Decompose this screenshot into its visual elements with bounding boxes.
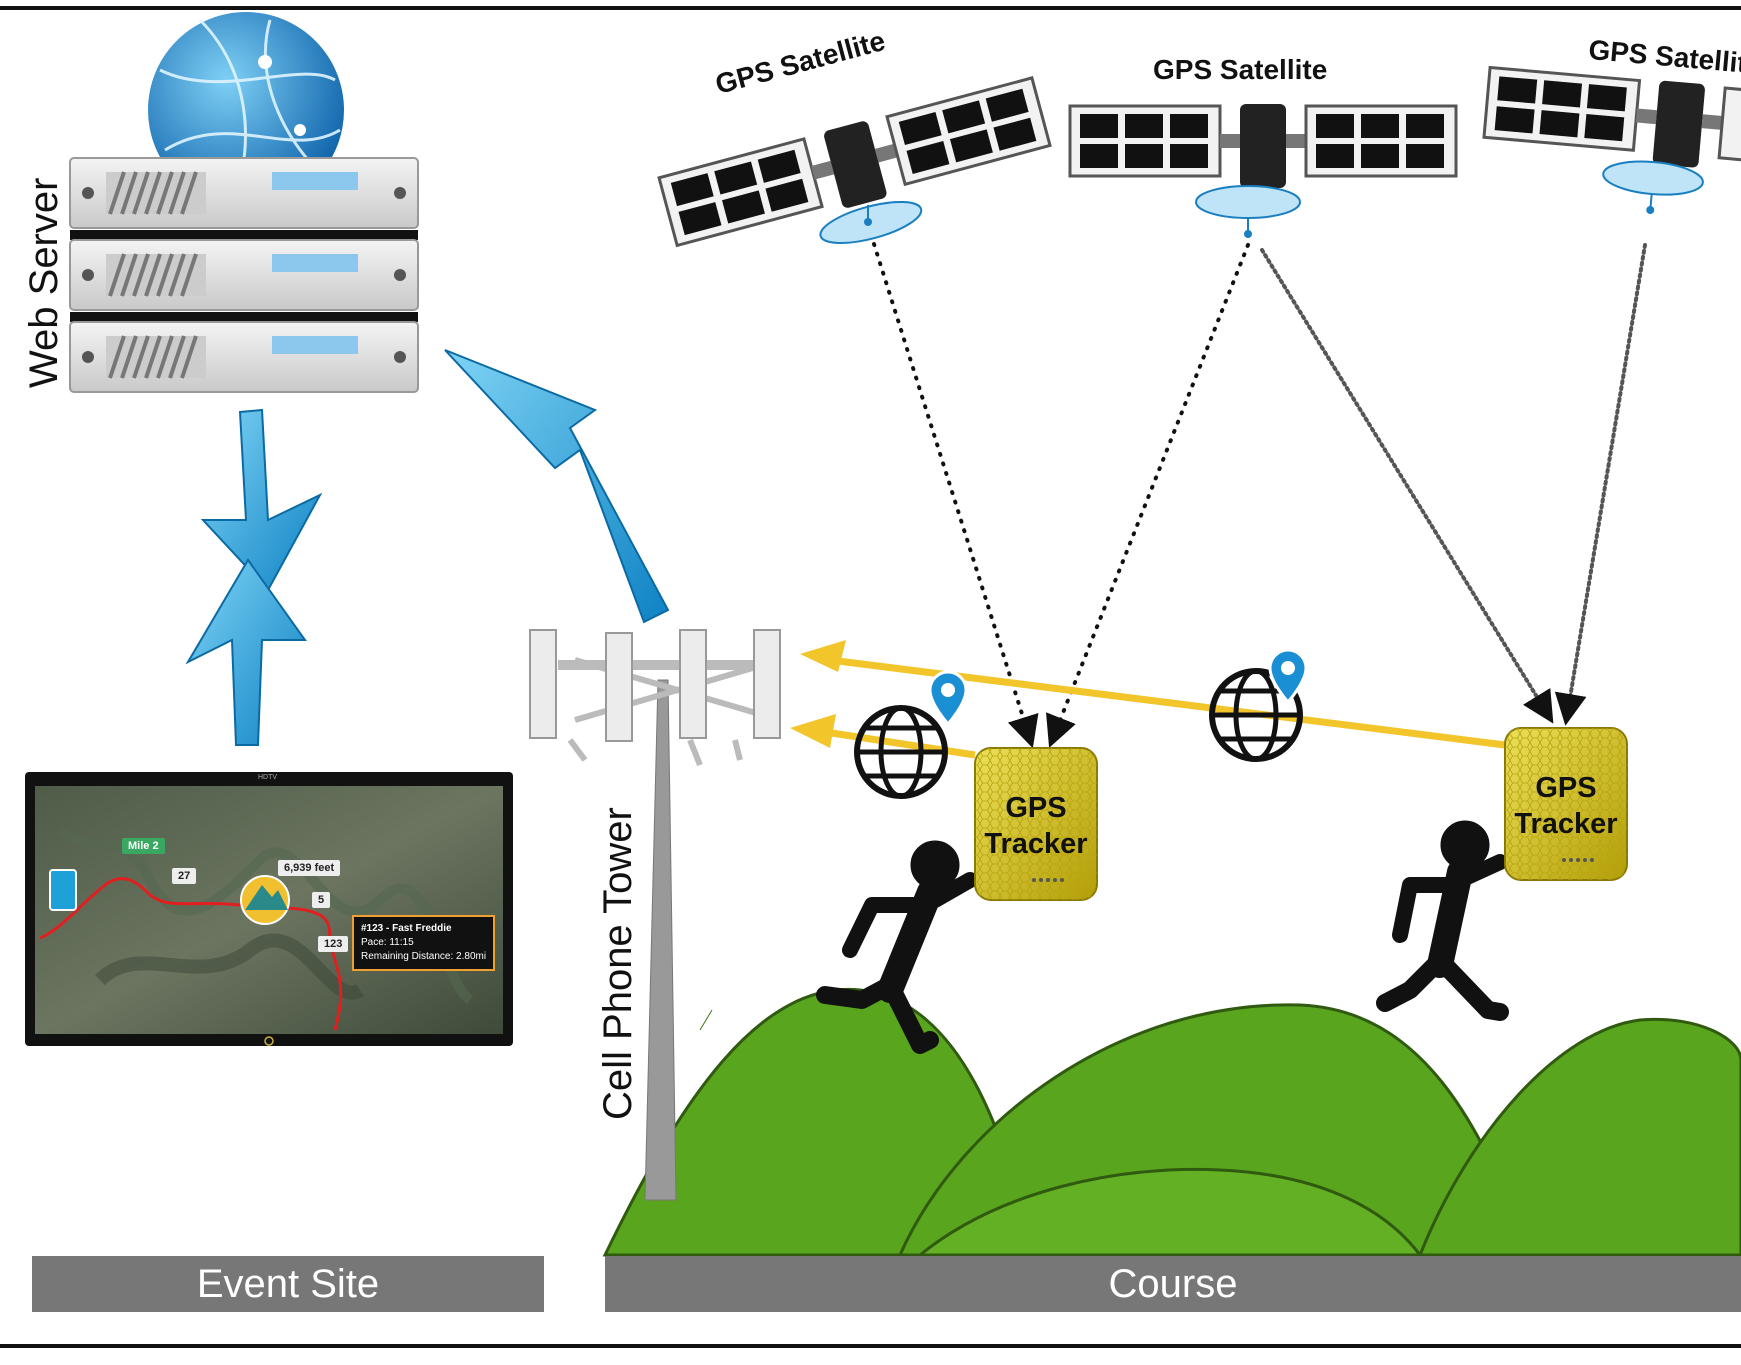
screen-brand: HDTV <box>258 774 278 781</box>
up-arrow <box>185 558 307 746</box>
tracker-2-label: GPS Tracker <box>1505 770 1627 842</box>
runner-info-panel: #123 - Fast Freddie Pace: 11:15 Remainin… <box>352 915 496 971</box>
web-server-label: Web Server <box>22 177 66 388</box>
water-station-icon <box>49 869 77 911</box>
map-tag-5: 5 <box>312 892 331 908</box>
satellite-label-2: GPS Satellite <box>1153 54 1328 85</box>
gps-satellite-1 <box>657 76 1052 248</box>
down-arrow <box>200 408 323 592</box>
globe-location-icon-1 <box>854 670 968 799</box>
gps-tracker-device-1 <box>974 747 1098 901</box>
gps-satellite-2 <box>1068 104 1458 238</box>
hills <box>602 987 1741 1257</box>
map-tag-27: 27 <box>172 868 197 884</box>
gps-satellite-3 <box>1482 65 1741 214</box>
tracker-1-line1: GPS <box>1005 792 1067 824</box>
data-flow-arrows <box>185 349 670 746</box>
tower-to-server-arrow <box>444 349 670 624</box>
tracker-1-line2: Tracker <box>984 828 1088 860</box>
cell-tower-label: Cell Phone Tower <box>596 807 640 1120</box>
tracker-1-label: GPS Tracker <box>975 790 1097 862</box>
event-display-screen <box>25 772 513 1046</box>
course-bar: Course <box>605 1256 1741 1312</box>
map-elevation-tag: 6,939 feet <box>278 860 341 876</box>
web-server-racks <box>69 157 419 393</box>
cell-tower <box>529 629 781 1201</box>
event-site-bar: Event Site <box>32 1256 544 1312</box>
gps-tracker-device-2 <box>1504 727 1628 881</box>
globe-location-icon-2 <box>1209 648 1308 762</box>
race-route <box>39 877 343 1031</box>
runner-info-remaining: Remaining Distance: 2.80mi <box>361 951 487 962</box>
runner-2-icon <box>1376 820 1509 1021</box>
tracker-2-line2: Tracker <box>1514 808 1618 840</box>
tracker-2-line1: GPS <box>1535 772 1597 804</box>
cell-signal-arrows <box>790 640 1506 759</box>
bottom-border <box>0 1344 1741 1348</box>
gps-signal-paths <box>866 223 1647 749</box>
map-mile-tag: Mile 2 <box>122 838 165 854</box>
map-tag-123: 123 <box>318 936 349 952</box>
runner-info-pace: Pace: 11:15 <box>361 937 414 948</box>
top-border <box>0 6 1741 10</box>
runner-1-icon <box>816 840 978 1054</box>
runner-info-title: #123 - Fast Freddie <box>361 923 452 934</box>
